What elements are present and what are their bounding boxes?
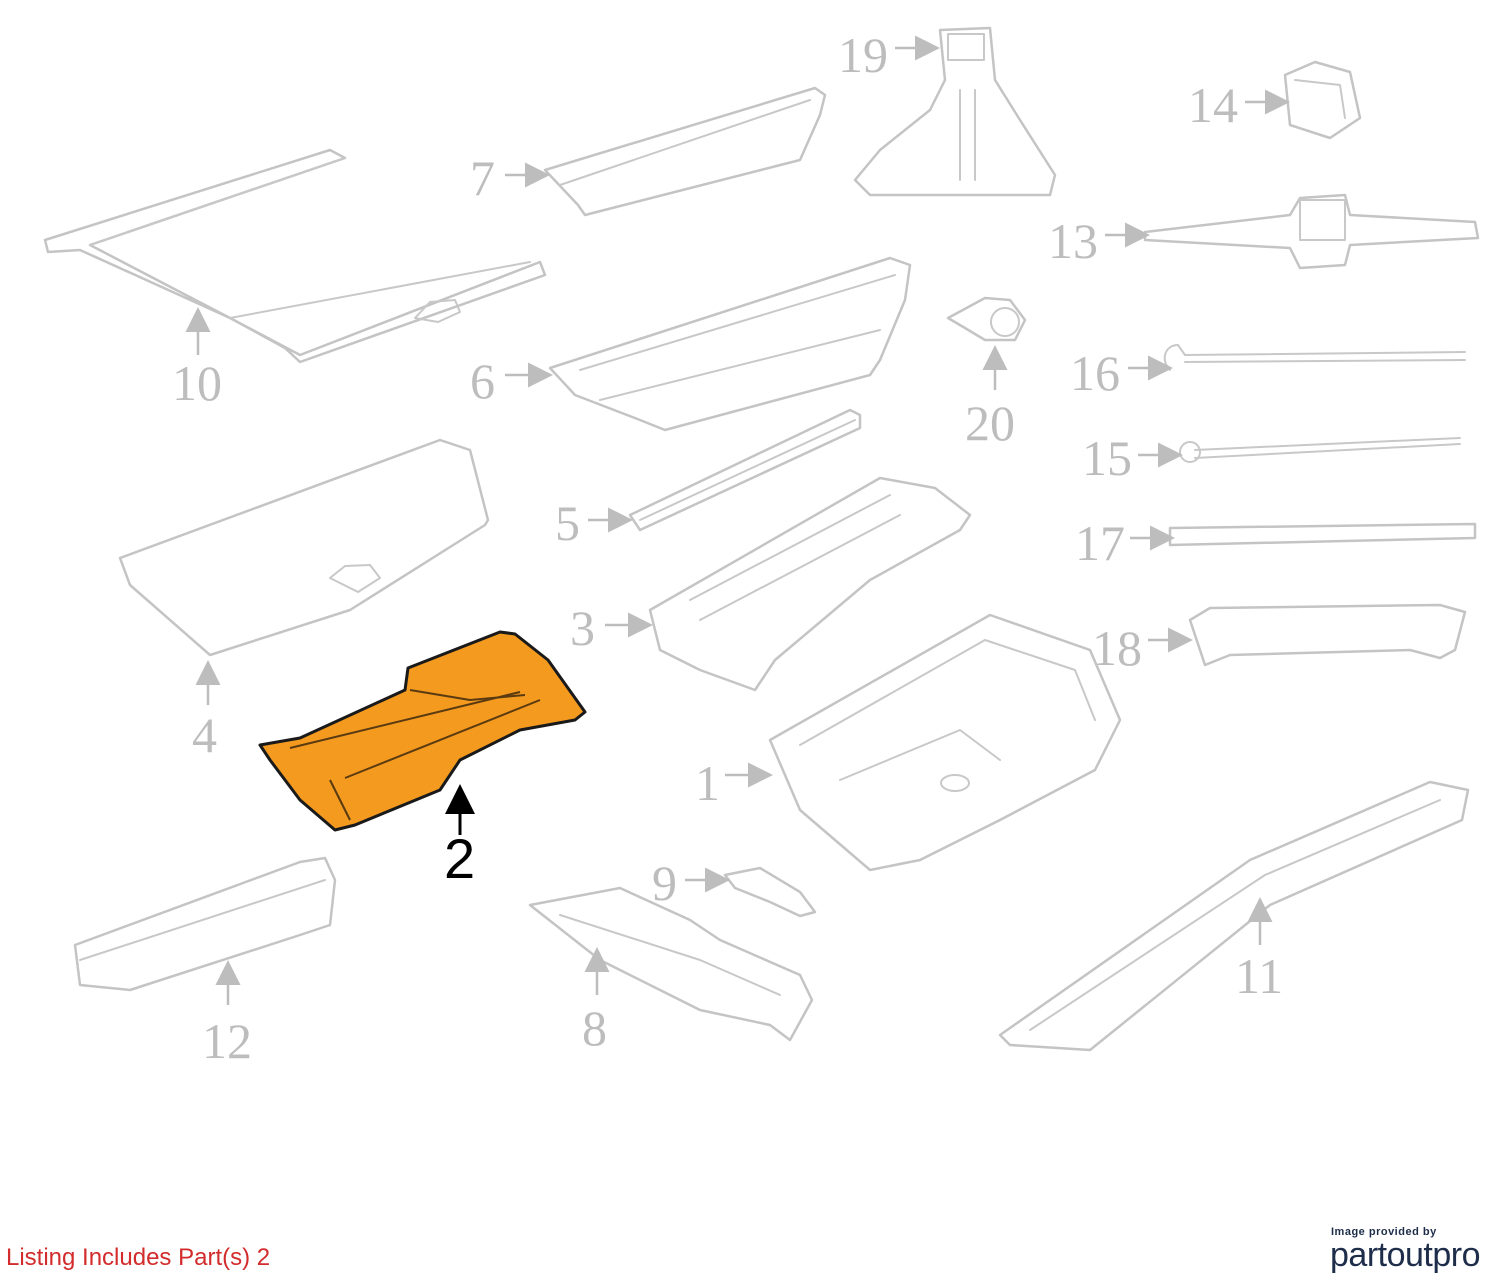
part-18-holder <box>1188 603 1467 667</box>
part-12-side-cover <box>73 856 337 992</box>
callout-11: 11 <box>1235 897 1283 1004</box>
callout-19: 19 <box>838 27 940 83</box>
part-17-extension <box>1168 522 1477 547</box>
partoutpro-logo: partoutpro <box>1330 1236 1481 1274</box>
svg-text:17: 17 <box>1075 515 1125 571</box>
part-19-bracket <box>853 26 1057 197</box>
svg-text:1: 1 <box>695 755 720 811</box>
callout-12: 12 <box>202 960 252 1069</box>
callout-6: 6 <box>470 353 553 409</box>
svg-text:15: 15 <box>1082 430 1132 486</box>
part-9-clip <box>723 866 817 918</box>
svg-text:10: 10 <box>172 355 222 411</box>
svg-text:6: 6 <box>470 353 495 409</box>
part-2-highlighted-panel <box>258 630 587 832</box>
callout-5: 5 <box>555 495 633 551</box>
callout-1: 1 <box>695 755 773 811</box>
callout-16: 16 <box>1070 345 1173 401</box>
svg-text:2: 2 <box>444 827 475 890</box>
part-3-tray <box>648 476 972 692</box>
part-5-rail <box>628 408 862 532</box>
part-20-knob <box>946 296 1027 342</box>
part-7-trim-panel <box>543 86 827 217</box>
callout-20: 20 <box>965 345 1015 451</box>
callout-18: 18 <box>1092 620 1193 676</box>
part-16-tool <box>1163 344 1466 371</box>
callout-3: 3 <box>570 600 653 656</box>
image-credit-caption: Image provided by <box>1331 1226 1437 1238</box>
part-8-side-tray <box>528 886 814 1042</box>
svg-text:4: 4 <box>192 707 217 763</box>
callout-17: 17 <box>1075 515 1175 571</box>
callout-15: 15 <box>1082 430 1183 486</box>
svg-text:20: 20 <box>965 395 1015 451</box>
part-10-cargo-cover <box>43 148 547 364</box>
svg-text:5: 5 <box>555 495 580 551</box>
part-1-storage-tub <box>768 613 1122 872</box>
callout-4: 4 <box>192 660 221 763</box>
svg-text:12: 12 <box>202 1013 252 1069</box>
part-14-clip <box>1283 60 1362 140</box>
listing-includes-text: Listing Includes Part(s) 2 <box>6 1244 271 1271</box>
svg-text:7: 7 <box>470 150 495 206</box>
svg-text:13: 13 <box>1048 213 1098 269</box>
svg-text:8: 8 <box>582 1000 607 1056</box>
part-6-trim-panel <box>548 256 912 432</box>
svg-text:3: 3 <box>570 600 595 656</box>
svg-text:11: 11 <box>1235 948 1283 1004</box>
callout-9: 9 <box>652 855 730 911</box>
part-13-jack <box>1143 193 1480 270</box>
part-4-floor-panel <box>118 438 490 657</box>
part-15-wrench <box>1179 437 1461 463</box>
callout-2: 2 <box>444 784 475 890</box>
svg-text:9: 9 <box>652 855 677 911</box>
callout-10: 10 <box>172 307 222 411</box>
svg-text:19: 19 <box>838 27 888 83</box>
svg-text:18: 18 <box>1092 620 1142 676</box>
callout-8: 8 <box>582 947 610 1056</box>
callout-13: 13 <box>1048 213 1150 269</box>
callout-7: 7 <box>470 150 550 206</box>
svg-text:14: 14 <box>1188 77 1238 133</box>
part-11-sill-plate <box>998 780 1470 1052</box>
svg-text:16: 16 <box>1070 345 1120 401</box>
callout-14: 14 <box>1188 77 1290 133</box>
